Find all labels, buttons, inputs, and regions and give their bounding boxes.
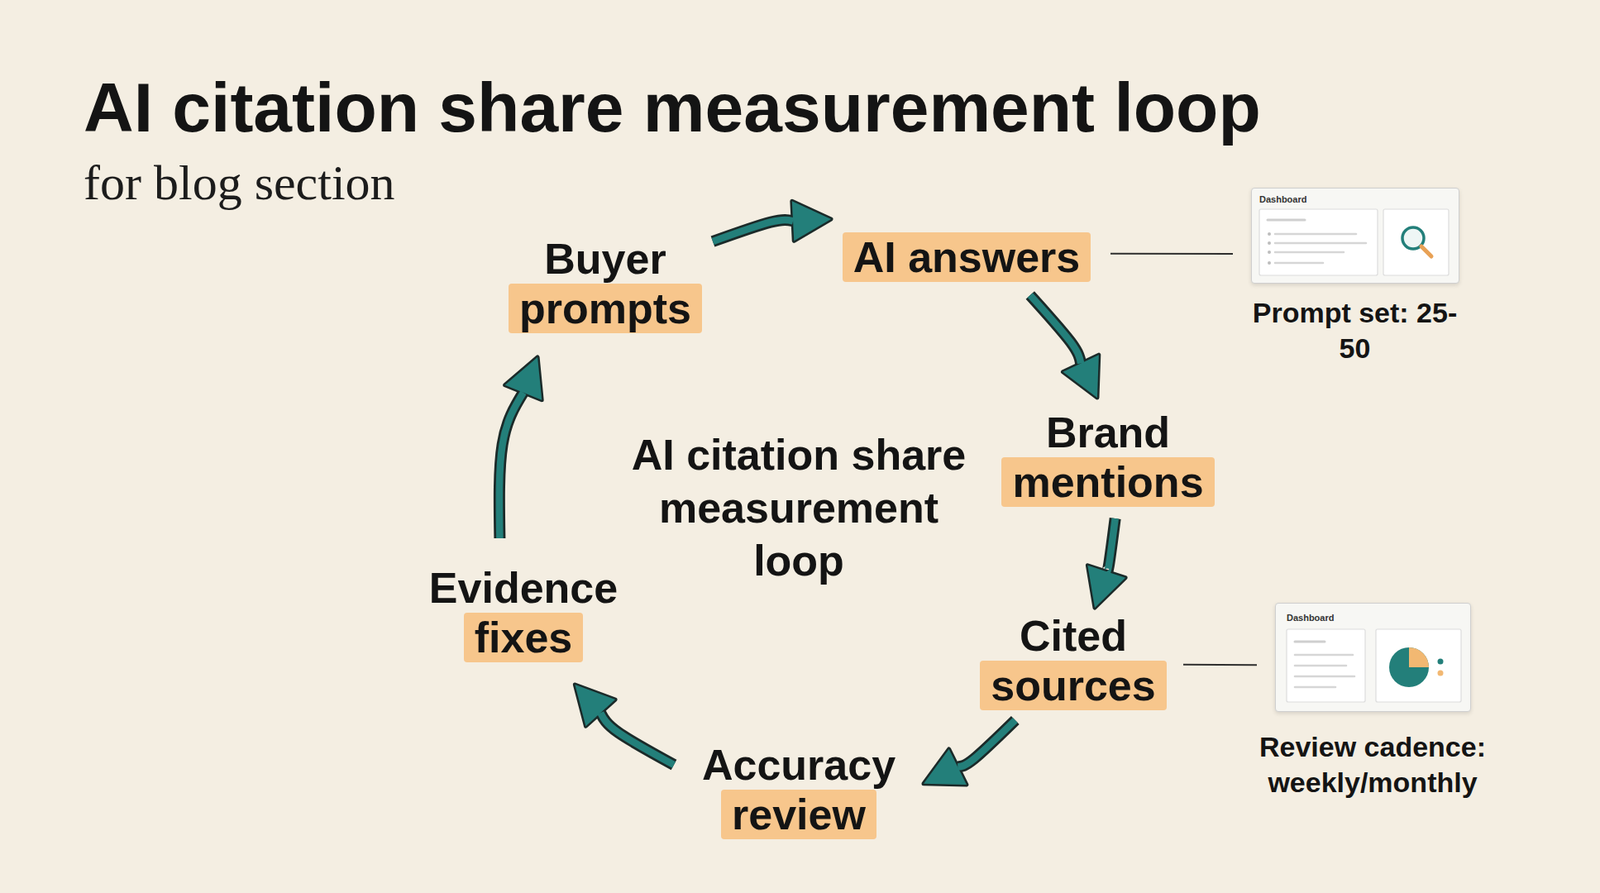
arrow-head-outline bbox=[792, 200, 832, 241]
step-word: Evidence bbox=[418, 563, 629, 613]
leader-line bbox=[1110, 253, 1233, 254]
arrow-shaft-outline bbox=[600, 712, 674, 765]
center-label: AI citation share measurement loop bbox=[616, 428, 981, 588]
bullet-dot bbox=[1267, 250, 1271, 254]
magnifier-handle bbox=[1421, 246, 1432, 257]
step-word: Buyer bbox=[533, 234, 677, 284]
text-line: Cited bbox=[965, 611, 1181, 661]
text-line-glyph bbox=[1294, 686, 1336, 689]
arrow-head bbox=[923, 749, 967, 785]
leader-stroke bbox=[1183, 663, 1257, 666]
arrow-head bbox=[574, 684, 616, 726]
text-line-glyph bbox=[1294, 675, 1355, 679]
arrow-head-outline bbox=[505, 357, 543, 401]
diagram-title: AI citation share measurement loop bbox=[83, 72, 1261, 143]
cycle-arrow bbox=[923, 720, 1016, 785]
bullet-dot bbox=[1267, 232, 1271, 236]
cycle-arrow bbox=[712, 200, 832, 242]
cycle-arrow bbox=[1030, 295, 1099, 398]
arrow-head-outline bbox=[1087, 565, 1126, 608]
text-line-glyph bbox=[1275, 262, 1323, 265]
arrow-shaft bbox=[600, 712, 674, 765]
dashboard-illustration bbox=[1259, 209, 1449, 276]
arrow-shaft-outline bbox=[712, 219, 793, 242]
dashboard-illustration bbox=[1286, 629, 1462, 703]
arrow-shaft-outline bbox=[1030, 295, 1081, 363]
card-header: Dashboard bbox=[1259, 194, 1307, 206]
dashboard-card: DashboardReview cadence: weekly/monthly bbox=[1275, 602, 1472, 712]
legend-dot bbox=[1437, 670, 1444, 677]
text-line-glyph bbox=[1267, 219, 1305, 222]
dashboard-panel bbox=[1383, 209, 1449, 276]
text-line-glyph bbox=[1275, 251, 1344, 254]
cycle-arrow bbox=[499, 357, 542, 539]
bullet-dot bbox=[1267, 241, 1271, 245]
text-line: Brand bbox=[988, 407, 1228, 458]
arrow-head-outline bbox=[1062, 354, 1099, 398]
leader-stroke bbox=[1110, 253, 1233, 255]
dashboard-card: DashboardPrompt set: 25-50 bbox=[1251, 187, 1460, 284]
arrow-head-outline bbox=[923, 749, 967, 785]
text-line: AI answers bbox=[834, 232, 1099, 282]
arrow-shaft-outline bbox=[1106, 518, 1115, 573]
arrow-head bbox=[505, 357, 543, 401]
arrow-shaft-outline bbox=[499, 392, 524, 539]
text-line-glyph bbox=[1275, 233, 1357, 236]
loop-step: Accuracyreview bbox=[678, 740, 919, 840]
text-line-glyph bbox=[1294, 654, 1353, 657]
text-line: sources bbox=[965, 660, 1181, 711]
arrow-shaft bbox=[1030, 295, 1081, 363]
highlighted-word: AI answers bbox=[842, 232, 1092, 282]
loop-step: Brandmentions bbox=[988, 407, 1228, 507]
legend-dot bbox=[1437, 659, 1444, 665]
leader-line bbox=[1183, 663, 1257, 665]
loop-step: AI answers bbox=[834, 232, 1099, 282]
diagram-subtitle: for blog section bbox=[83, 157, 396, 208]
highlighted-word: prompts bbox=[508, 283, 703, 334]
cycle-arrow bbox=[1087, 518, 1126, 608]
arrow-head bbox=[1087, 565, 1126, 608]
loop-step: Evidencefixes bbox=[415, 563, 631, 663]
dashboard-panel bbox=[1375, 629, 1462, 703]
arrow-shaft-outline bbox=[957, 720, 1016, 767]
card-caption: Review cadence: weekly/monthly bbox=[1236, 729, 1510, 801]
text-line: mentions bbox=[988, 457, 1228, 507]
highlighted-word: mentions bbox=[1001, 457, 1214, 507]
text-line-glyph bbox=[1294, 640, 1325, 644]
cycle-arrow bbox=[574, 684, 674, 765]
arrow-head bbox=[792, 200, 832, 241]
dashboard-panel bbox=[1286, 629, 1366, 703]
text-line: Buyer bbox=[497, 234, 713, 284]
arrow-head-outline bbox=[574, 684, 616, 726]
highlighted-word: fixes bbox=[463, 612, 584, 663]
step-word: Cited bbox=[1008, 611, 1138, 661]
text-line: review bbox=[678, 789, 919, 840]
arrow-shaft bbox=[712, 219, 793, 242]
card-caption: Prompt set: 25-50 bbox=[1251, 295, 1459, 367]
arrow-head bbox=[1062, 354, 1099, 398]
arrow-shaft bbox=[499, 392, 524, 539]
loop-step: Citedsources bbox=[965, 611, 1181, 711]
text-line-glyph bbox=[1294, 664, 1347, 668]
text-line: prompts bbox=[497, 283, 713, 334]
text-line: fixes bbox=[415, 612, 631, 663]
arrow-shaft bbox=[957, 720, 1016, 767]
text-line-glyph bbox=[1275, 242, 1366, 245]
step-word: Brand bbox=[1035, 407, 1181, 458]
loop-step: Buyerprompts bbox=[497, 234, 713, 334]
dashboard-panel bbox=[1259, 209, 1378, 276]
highlighted-word: sources bbox=[979, 660, 1166, 711]
pie-chart bbox=[1389, 647, 1429, 688]
highlighted-word: review bbox=[721, 789, 877, 840]
pie-slice bbox=[1408, 647, 1429, 668]
card-header: Dashboard bbox=[1286, 612, 1334, 624]
text-line: Accuracy bbox=[678, 740, 919, 790]
step-word: Accuracy bbox=[691, 740, 907, 790]
bullet-dot bbox=[1267, 261, 1271, 265]
text-line: Evidence bbox=[415, 563, 631, 613]
magnifier-lens bbox=[1402, 227, 1424, 249]
arrow-shaft bbox=[1106, 518, 1115, 573]
